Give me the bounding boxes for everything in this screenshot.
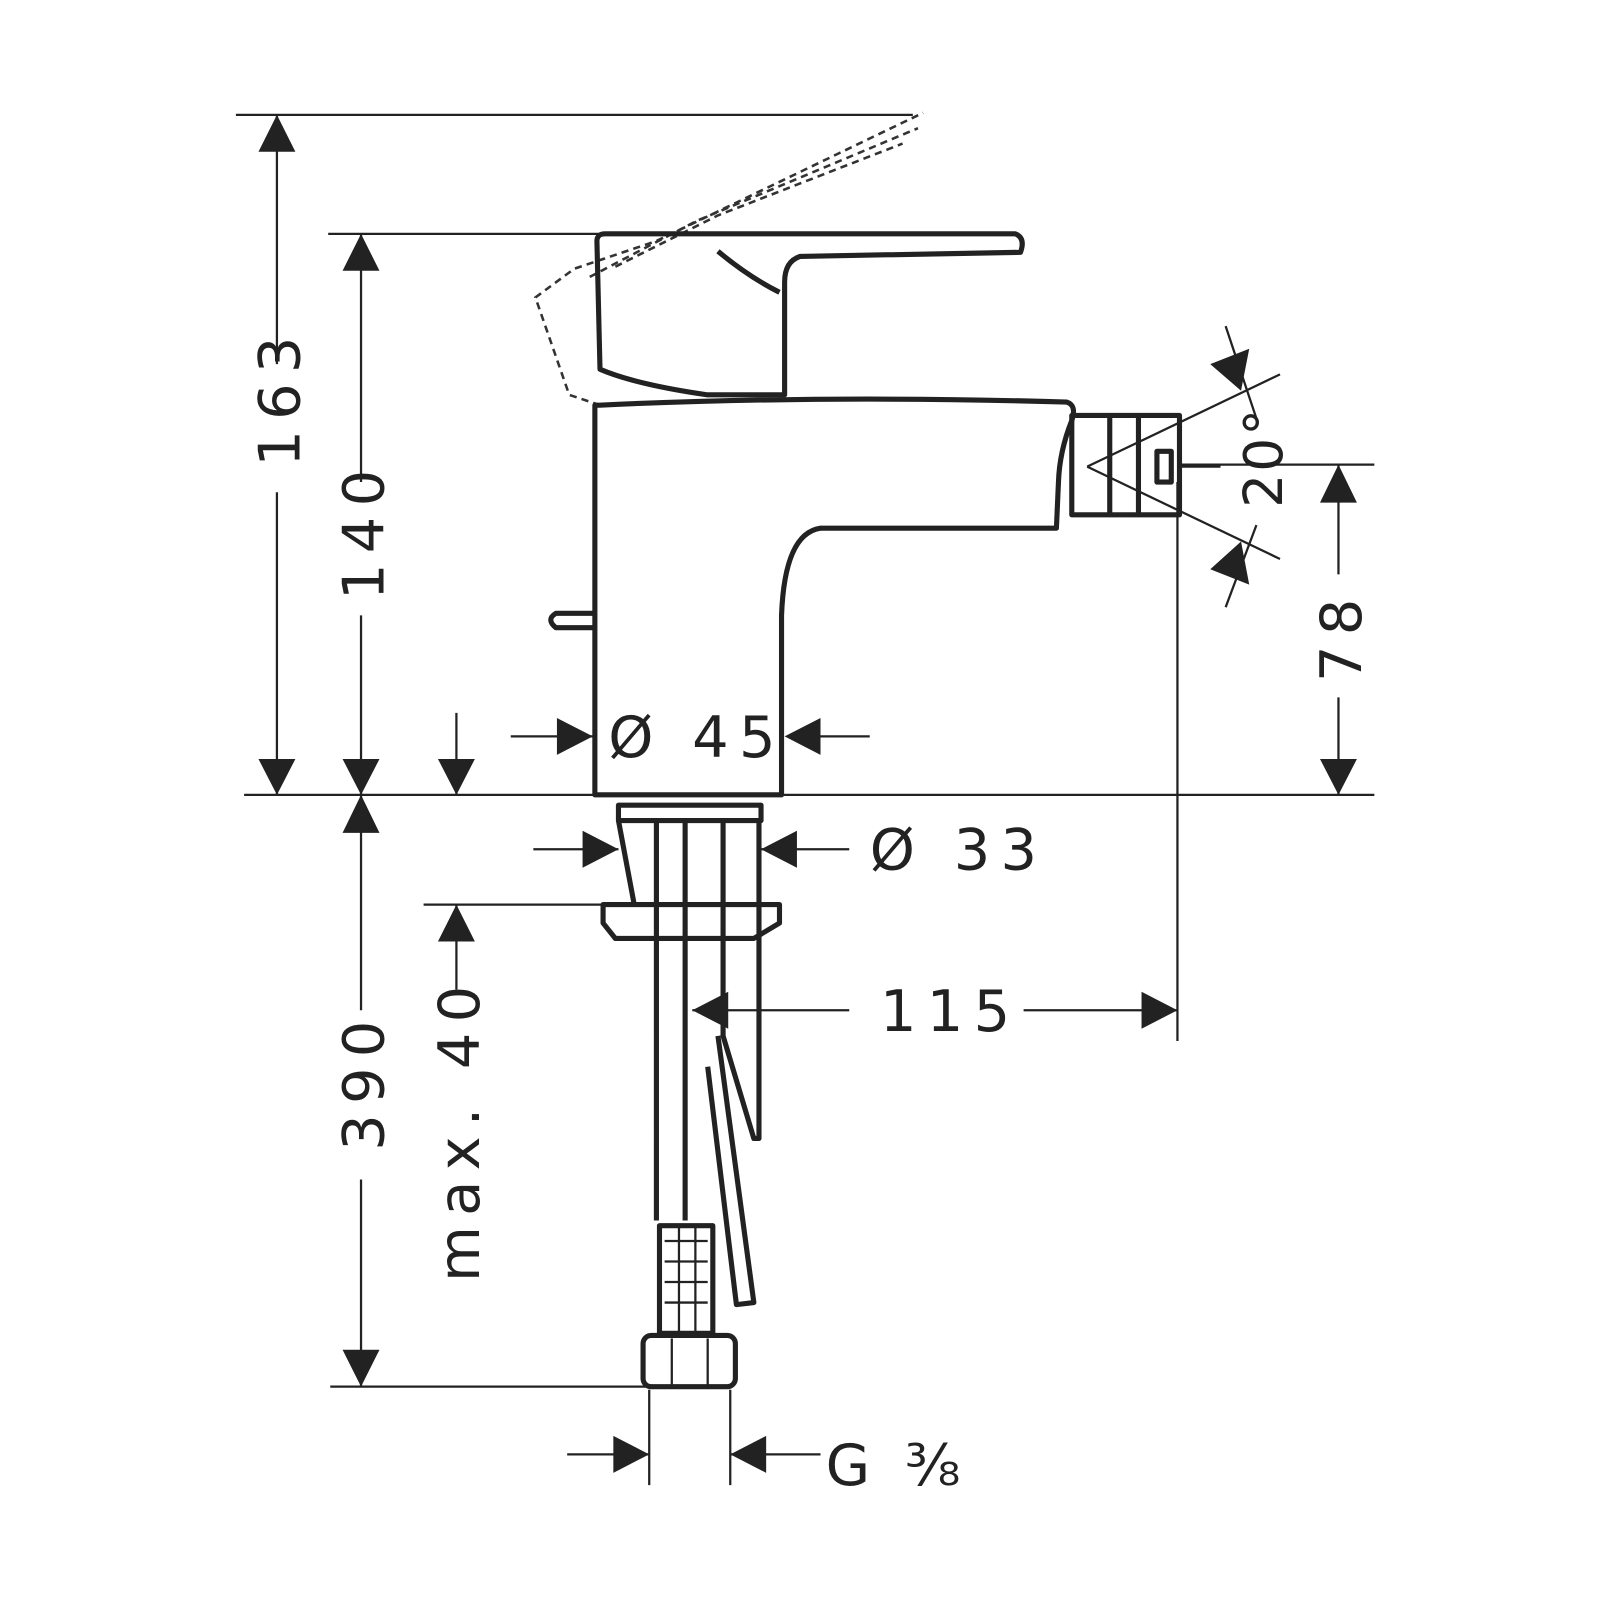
- reference-lines: [235, 113, 1375, 1486]
- arrow-down-icon: [258, 758, 296, 795]
- faucet-body: [533, 111, 1183, 1390]
- dimension-label: 20°: [1232, 407, 1295, 508]
- dimension-label: 163: [246, 326, 313, 466]
- arrow-down-icon: [342, 758, 380, 795]
- arrow-up-icon: [258, 114, 296, 152]
- arrow-down-icon: [437, 758, 475, 795]
- dimension-label: Ø 45: [608, 704, 786, 771]
- arrow-left-icon: [761, 830, 797, 868]
- arrow-right-icon: [613, 1435, 650, 1473]
- dimension-label: Ø 33: [870, 817, 1048, 884]
- dimension-140: 140: [331, 233, 398, 795]
- dimension-label: G ⅜: [826, 1432, 969, 1499]
- arrow-up-icon: [1320, 464, 1357, 503]
- dimension-max-40: max. 40: [426, 712, 493, 1282]
- dimension-78: 78: [1308, 464, 1375, 795]
- arrow-down-icon: [342, 1349, 380, 1387]
- arrow-right-icon: [582, 830, 619, 868]
- dimension-label: 140: [331, 460, 398, 600]
- dimension-label: max. 40: [426, 976, 493, 1282]
- arrow-left-icon: [692, 991, 729, 1029]
- dimension-390: 390: [331, 794, 398, 1387]
- dimension-diameter-33: Ø 33: [533, 817, 1048, 884]
- arrow-up-icon: [437, 904, 475, 942]
- dimension-label: 390: [331, 1010, 398, 1150]
- arrow-icon: [1210, 348, 1250, 391]
- dimension-spray-angle: 20°: [1086, 325, 1295, 608]
- arrow-up-icon: [342, 794, 380, 833]
- dimension-label: 78: [1308, 588, 1375, 682]
- arrow-icon: [1210, 541, 1250, 585]
- dimension-label: 115: [880, 978, 1020, 1045]
- arrow-left-icon: [730, 1435, 767, 1473]
- dimension-thread-g38: G ⅜: [567, 1432, 969, 1499]
- arrow-right-icon: [1141, 991, 1178, 1029]
- arrow-down-icon: [1320, 758, 1357, 795]
- arrow-up-icon: [342, 233, 380, 271]
- arrow-left-icon: [784, 717, 821, 755]
- dimension-115: 115: [692, 978, 1178, 1045]
- arrow-right-icon: [556, 717, 593, 755]
- dimension-diameter-45: Ø 45: [510, 704, 870, 771]
- dimension-163: 163: [246, 114, 313, 795]
